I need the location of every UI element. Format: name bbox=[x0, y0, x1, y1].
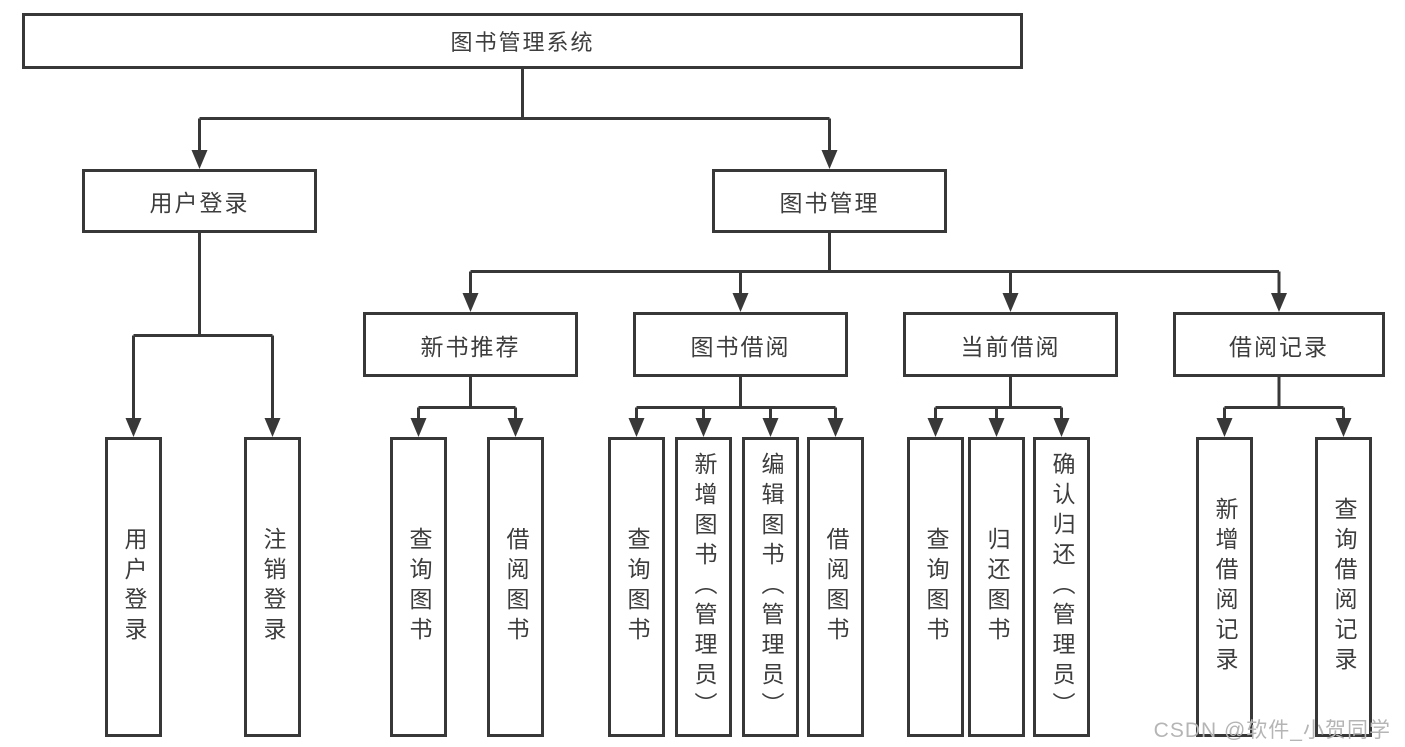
leaf-add-books-admin: 新增图书（管理员） bbox=[675, 437, 732, 737]
leaf-return-books: 归还图书 bbox=[968, 437, 1025, 737]
leaf-logout-label: 注销登录 bbox=[260, 527, 286, 647]
leaf-query-books-2: 查询图书 bbox=[608, 437, 665, 737]
node-current-borrowing: 当前借阅 bbox=[903, 312, 1118, 377]
leaf-query-books-3: 查询图书 bbox=[907, 437, 964, 737]
leaf-query-borrow-record-label: 查询借阅记录 bbox=[1331, 497, 1357, 677]
leaf-confirm-return-admin-label: 确认归还（管理员） bbox=[1049, 452, 1075, 722]
leaf-query-books-2-label: 查询图书 bbox=[624, 527, 650, 647]
leaf-edit-books-admin-label: 编辑图书（管理员） bbox=[758, 452, 784, 722]
leaf-user-login-label: 用户登录 bbox=[121, 527, 147, 647]
leaf-edit-books-admin: 编辑图书（管理员） bbox=[742, 437, 799, 737]
leaf-query-books-3-label: 查询图书 bbox=[923, 527, 949, 647]
leaf-query-books-1: 查询图书 bbox=[390, 437, 447, 737]
leaf-return-books-label: 归还图书 bbox=[984, 527, 1010, 647]
leaf-confirm-return-admin: 确认归还（管理员） bbox=[1033, 437, 1090, 737]
leaf-query-books-1-label: 查询图书 bbox=[406, 527, 432, 647]
csdn-watermark: CSDN @软件_小贺同学 bbox=[1153, 719, 1391, 742]
leaf-add-borrow-record: 新增借阅记录 bbox=[1196, 437, 1253, 737]
leaf-add-books-admin-label: 新增图书（管理员） bbox=[691, 452, 717, 722]
leaf-logout: 注销登录 bbox=[244, 437, 301, 737]
node-borrowing-records: 借阅记录 bbox=[1173, 312, 1385, 377]
leaf-user-login: 用户登录 bbox=[105, 437, 162, 737]
leaf-borrow-books-1: 借阅图书 bbox=[487, 437, 544, 737]
node-book-management: 图书管理 bbox=[712, 169, 947, 233]
leaf-add-borrow-record-label: 新增借阅记录 bbox=[1212, 497, 1238, 677]
leaf-borrow-books-1-label: 借阅图书 bbox=[503, 527, 529, 647]
node-root-library-system: 图书管理系统 bbox=[22, 13, 1023, 69]
node-user-login: 用户登录 bbox=[82, 169, 317, 233]
node-new-book-recommend: 新书推荐 bbox=[363, 312, 578, 377]
leaf-query-borrow-record: 查询借阅记录 bbox=[1315, 437, 1372, 737]
leaf-borrow-books-2-label: 借阅图书 bbox=[823, 527, 849, 647]
leaf-borrow-books-2: 借阅图书 bbox=[807, 437, 864, 737]
node-book-borrowing: 图书借阅 bbox=[633, 312, 848, 377]
